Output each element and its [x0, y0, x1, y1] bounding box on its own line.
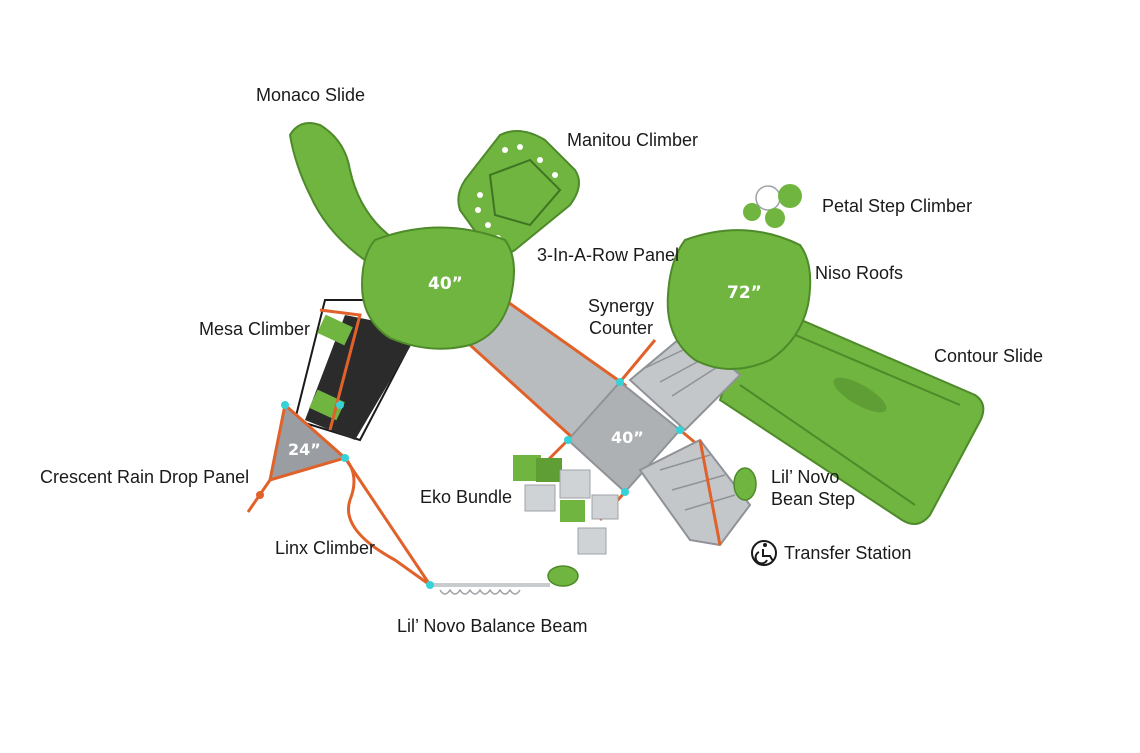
label-3-in-a-row-panel: 3-In-A-Row Panel [537, 245, 680, 265]
label-lil-novo-balance-beam: Lil’ Novo Balance Beam [397, 616, 588, 636]
center-deck-height: 40” [611, 428, 644, 447]
petal-step-climber-shape [743, 184, 802, 228]
connector-dots [281, 378, 684, 589]
eko-bundle-shape [513, 455, 619, 555]
manitou-climber-shape [457, 130, 580, 255]
monaco-slide-shape [288, 122, 397, 272]
label-synergy-counter: Synergy Counter [587, 296, 655, 338]
mesa-climber-shape [293, 299, 420, 442]
right-tower-height: 72” [727, 283, 762, 303]
label-monaco-slide: Monaco Slide [256, 85, 366, 105]
label-mesa-climber: Mesa Climber [199, 319, 311, 339]
label-transfer-station: Transfer Station [784, 543, 912, 563]
transfer-station-shape [638, 438, 752, 547]
label-linx-climber: Linx Climber [275, 538, 376, 558]
bean-step-shape [733, 467, 757, 501]
linx-climber-shape [343, 457, 432, 587]
label-crescent-rain-drop-panel: Crescent Rain Drop Panel [40, 467, 250, 487]
label-manitou-climber: Manitou Climber [567, 130, 699, 150]
label-contour-slide: Contour Slide [934, 346, 1044, 366]
wheelchair-icon [751, 540, 777, 566]
label-niso-roofs: Niso Roofs [815, 263, 904, 283]
right-tower-roof [666, 229, 812, 370]
balance-beam-shape [430, 565, 579, 595]
label-petal-step-climber: Petal Step Climber [822, 196, 973, 216]
left-tower-roof [360, 226, 515, 350]
left-tower-height: 40” [428, 274, 463, 294]
triangle-deck [246, 402, 349, 513]
label-lil-novo-bean-step: Lil’ Novo Bean Step [771, 467, 856, 509]
label-eko-bundle: Eko Bundle [420, 487, 513, 507]
triangle-deck-height: 24” [288, 440, 321, 459]
